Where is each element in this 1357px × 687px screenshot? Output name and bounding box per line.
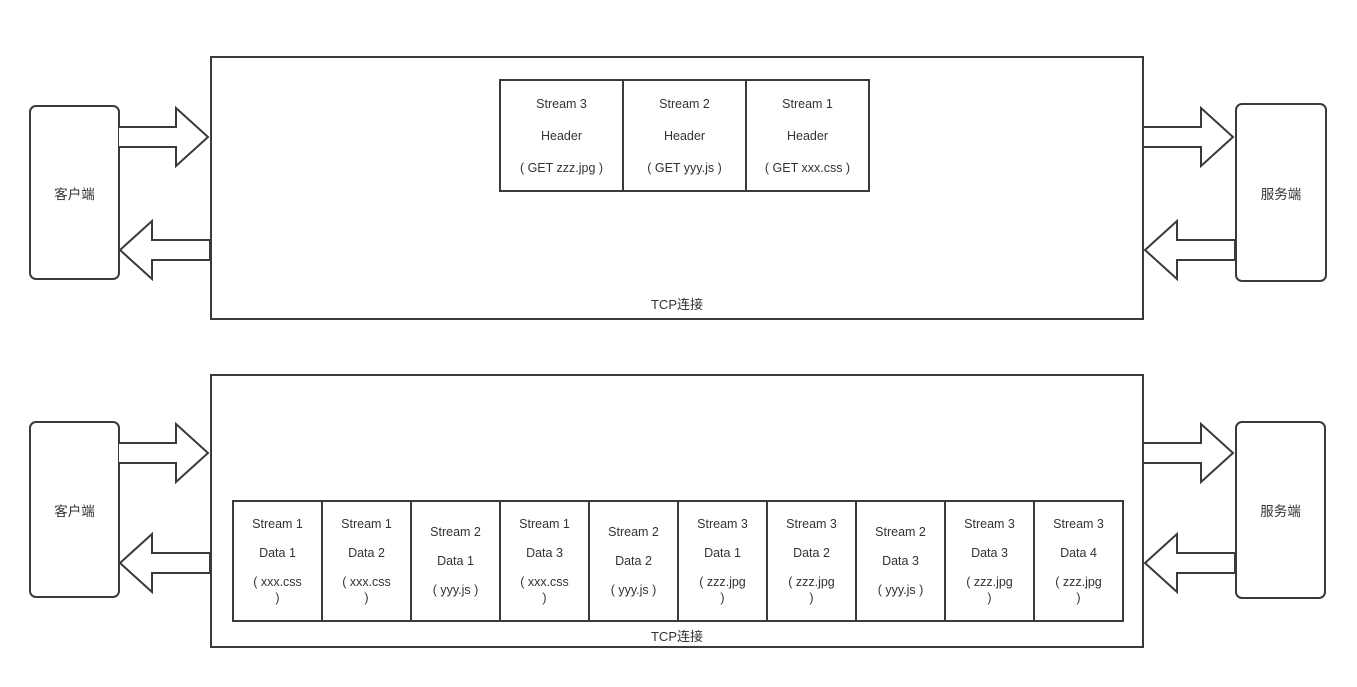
stream-frame: Stream 3 Data 2 ( zzz.jpg ) xyxy=(766,500,857,622)
frame-payload: ( zzz.jpg ) xyxy=(699,575,746,605)
frame-payload: ( zzz.jpg ) xyxy=(966,575,1013,605)
frame-kind: Data 2 xyxy=(615,554,652,568)
frame-kind: Data 3 xyxy=(526,546,563,560)
header-frame-row: Stream 3 Header ( GET zzz.jpg ) Stream 2… xyxy=(499,79,870,192)
frame-payload: ( yyy.js ) xyxy=(877,583,924,597)
stream-frame: Stream 1 Header ( GET xxx.css ) xyxy=(745,79,870,192)
arrow-right-icon xyxy=(1143,106,1235,168)
frame-payload: ( zzz.jpg ) xyxy=(788,575,835,605)
frame-payload: ( xxx.css ) xyxy=(253,575,302,605)
frame-payload: ( yyy.js ) xyxy=(610,583,657,597)
stream-name: Stream 3 xyxy=(536,96,587,111)
stream-name: Stream 3 xyxy=(964,517,1015,531)
server-label: 服务端 xyxy=(1260,504,1301,519)
arrow-right-icon xyxy=(118,422,210,484)
tcp-connection-label: TCP连接 xyxy=(650,629,703,644)
stream-frame: Stream 3 Data 4 ( zzz.jpg ) xyxy=(1033,500,1124,622)
server-box: 服务端 xyxy=(1235,103,1327,282)
stream-name: Stream 2 xyxy=(608,525,659,539)
stream-frame: Stream 3 Header ( GET zzz.jpg ) xyxy=(499,79,624,192)
arrow-right-icon xyxy=(118,106,210,168)
frame-kind: Header xyxy=(787,128,828,143)
frame-kind: Data 3 xyxy=(971,546,1008,560)
frame-payload: ( zzz.jpg ) xyxy=(1055,575,1102,605)
stream-frame: Stream 2 Data 3 ( yyy.js ) xyxy=(855,500,946,622)
stream-name: Stream 1 xyxy=(782,96,833,111)
stream-frame: Stream 3 Data 3 ( zzz.jpg ) xyxy=(944,500,1035,622)
frame-kind: Data 4 xyxy=(1060,546,1097,560)
frame-kind: Data 2 xyxy=(348,546,385,560)
stream-frame: Stream 2 Data 2 ( yyy.js ) xyxy=(588,500,679,622)
stream-name: Stream 3 xyxy=(786,517,837,531)
arrow-left-icon xyxy=(1143,219,1235,281)
tcp-connection-label: TCP连接 xyxy=(650,297,703,312)
frame-kind: Header xyxy=(664,128,705,143)
client-box: 客户端 xyxy=(29,105,120,280)
stream-name: Stream 2 xyxy=(875,525,926,539)
arrow-left-icon xyxy=(118,219,210,281)
frame-payload: ( GET zzz.jpg ) xyxy=(519,160,604,175)
stream-name: Stream 1 xyxy=(252,517,303,531)
stream-frame: Stream 2 Header ( GET yyy.js ) xyxy=(622,79,747,192)
stream-name: Stream 1 xyxy=(519,517,570,531)
stream-frame: Stream 2 Data 1 ( yyy.js ) xyxy=(410,500,501,622)
frame-payload: ( xxx.css ) xyxy=(342,575,391,605)
frame-kind: Data 2 xyxy=(793,546,830,560)
frame-payload: ( GET xxx.css ) xyxy=(764,160,851,175)
stream-name: Stream 2 xyxy=(659,96,710,111)
frame-kind: Header xyxy=(541,128,582,143)
arrow-right-icon xyxy=(1143,422,1235,484)
stream-frame: Stream 1 Data 3 ( xxx.css ) xyxy=(499,500,590,622)
stream-frame: Stream 1 Data 2 ( xxx.css ) xyxy=(321,500,412,622)
frame-kind: Data 1 xyxy=(437,554,474,568)
client-label: 客户端 xyxy=(54,503,95,519)
frame-payload: ( GET yyy.js ) xyxy=(647,160,722,175)
stream-name: Stream 2 xyxy=(430,525,481,539)
stream-name: Stream 3 xyxy=(1053,517,1104,531)
data-frame-row: Stream 1 Data 1 ( xxx.css ) Stream 1 Dat… xyxy=(232,500,1124,622)
arrow-left-icon xyxy=(118,532,210,594)
stream-frame: Stream 3 Data 1 ( zzz.jpg ) xyxy=(677,500,768,622)
server-box: 服务端 xyxy=(1235,421,1326,599)
client-box: 客户端 xyxy=(29,421,120,598)
frame-payload: ( xxx.css ) xyxy=(520,575,569,605)
client-label: 客户端 xyxy=(54,186,95,202)
stream-name: Stream 1 xyxy=(341,517,392,531)
stream-frame: Stream 1 Data 1 ( xxx.css ) xyxy=(232,500,323,622)
stream-name: Stream 3 xyxy=(697,517,748,531)
frame-kind: Data 1 xyxy=(704,546,741,560)
frame-payload: ( yyy.js ) xyxy=(432,583,479,597)
arrow-left-icon xyxy=(1143,532,1235,594)
server-label: 服务端 xyxy=(1260,186,1302,202)
frame-kind: Data 1 xyxy=(259,546,296,560)
frame-kind: Data 3 xyxy=(882,554,919,568)
